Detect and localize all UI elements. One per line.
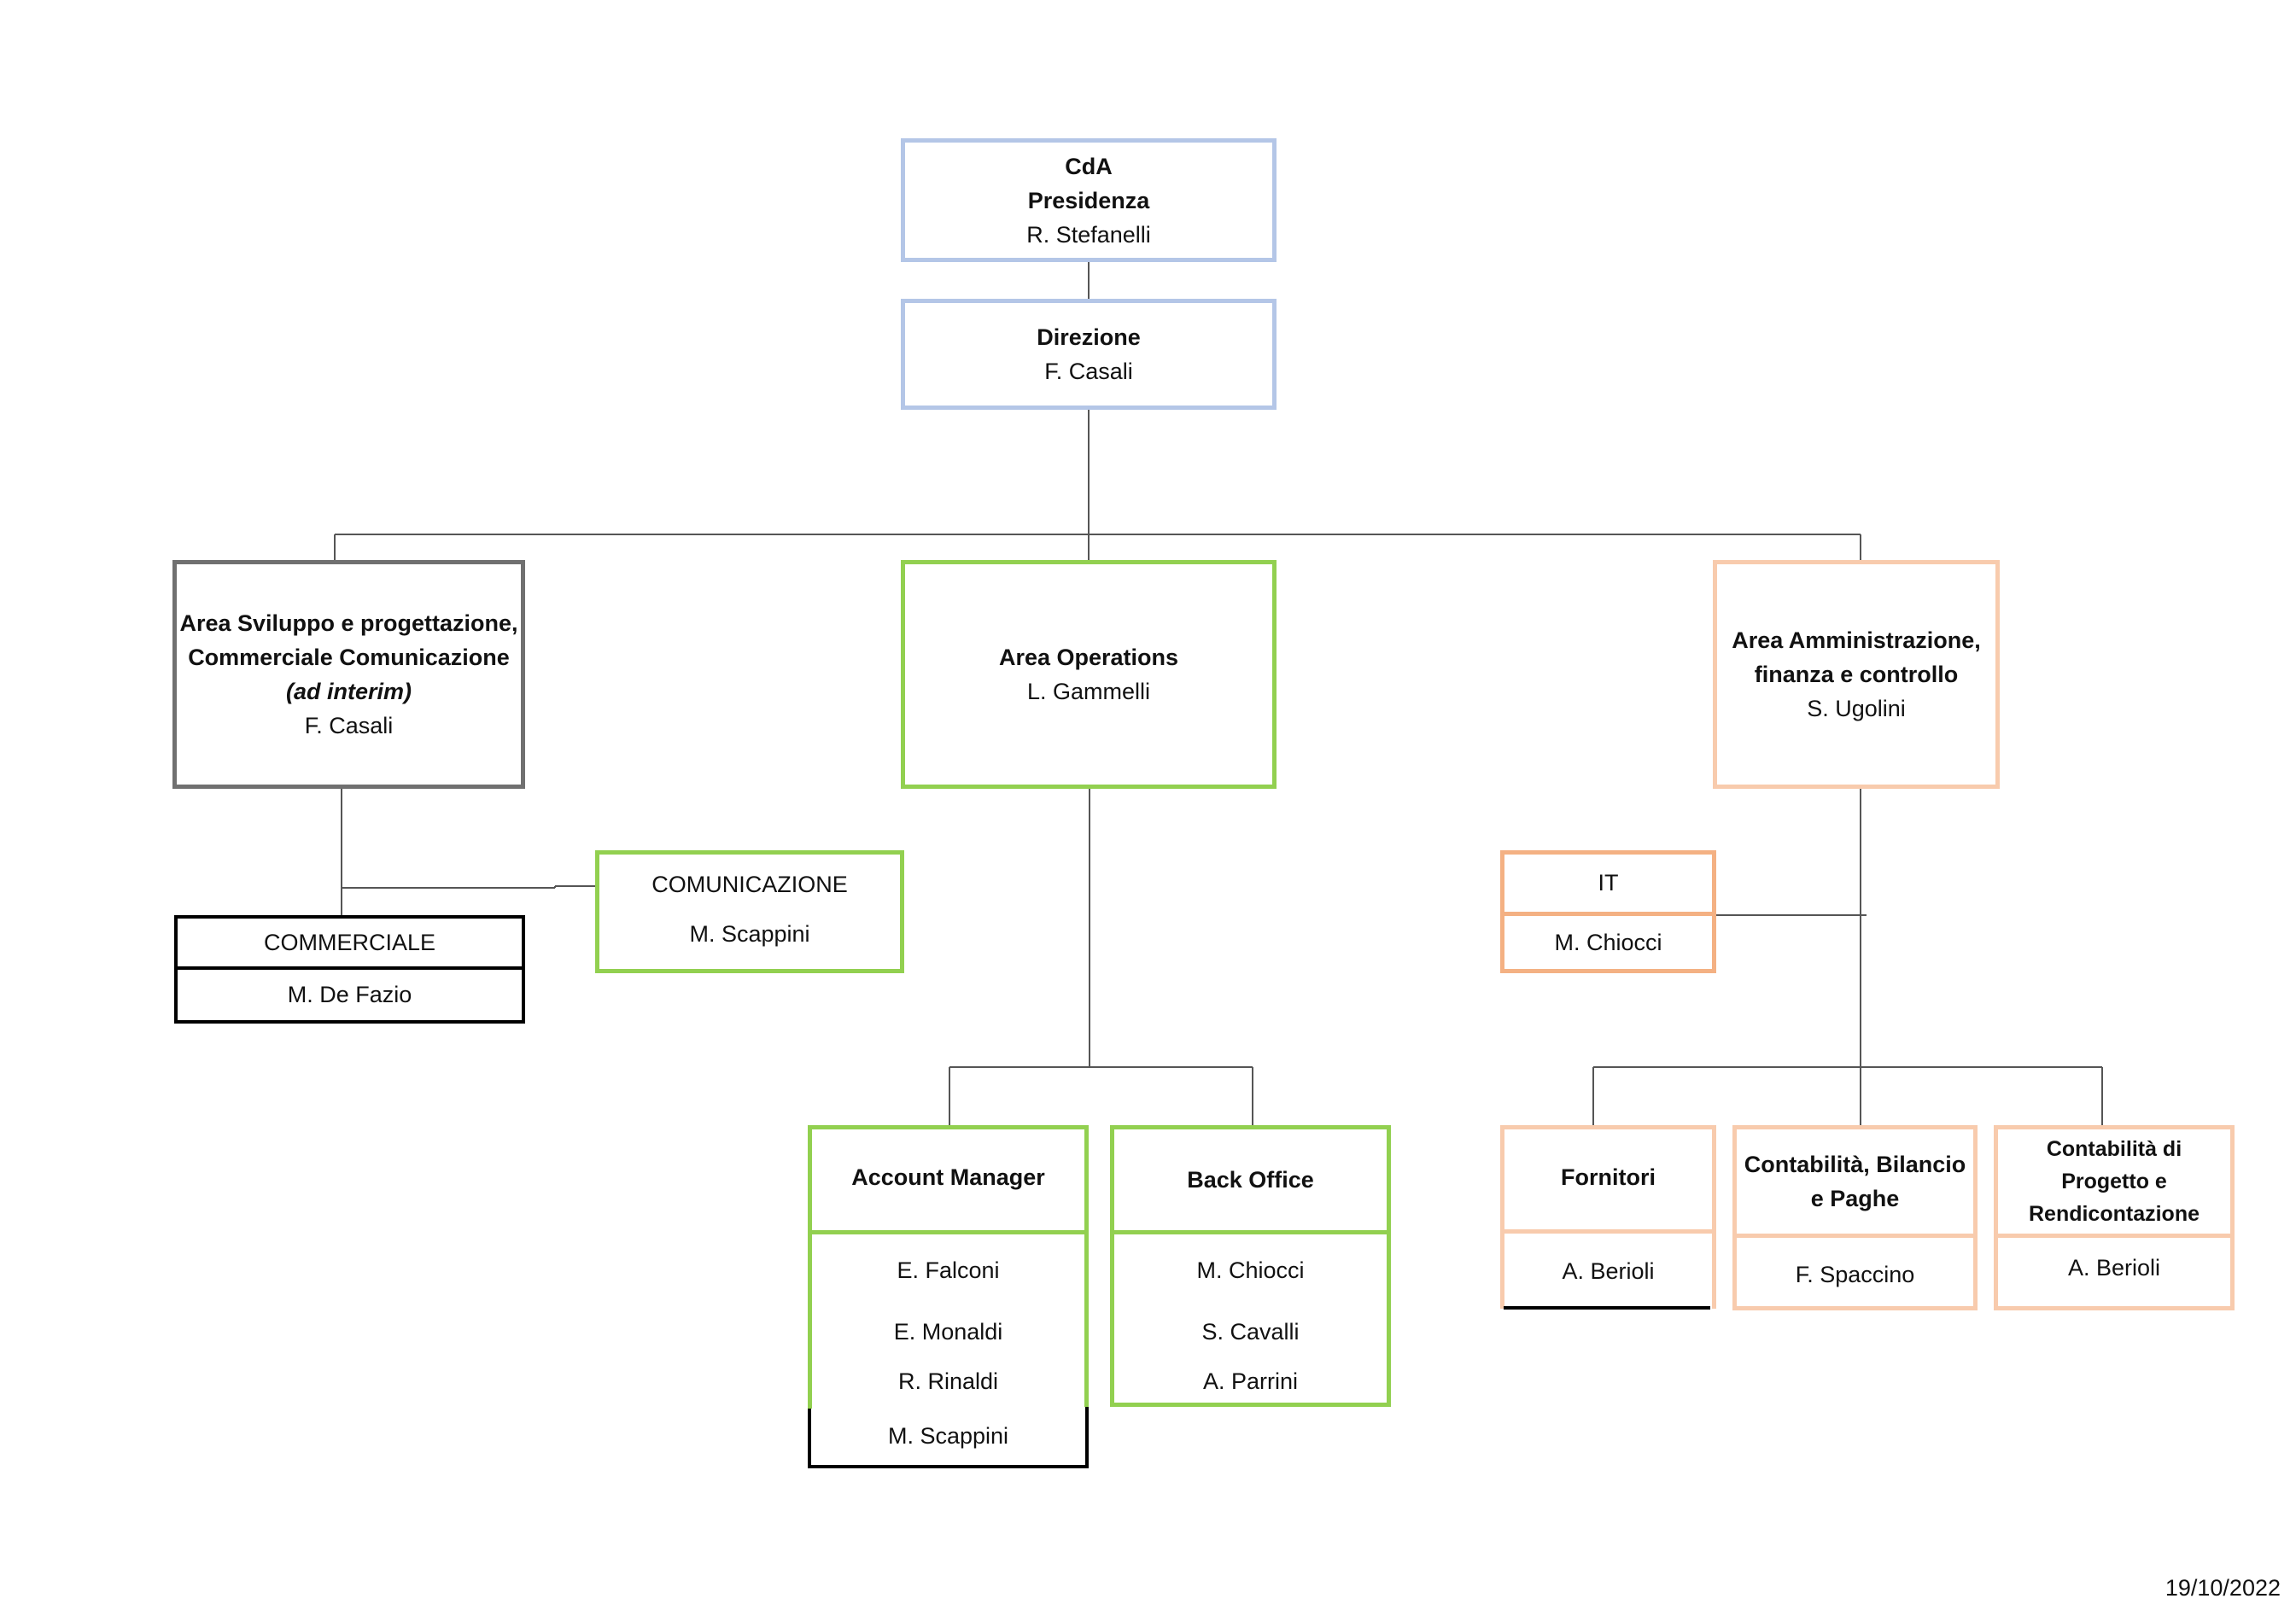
it-title: IT [1504,855,1712,916]
contabilita-bilancio-name: F. Spaccino [1795,1261,1915,1287]
area-amministrazione-title-2: finanza e controllo [1754,662,1959,687]
fornitori-bottom-line [1504,1306,1710,1310]
account-manager-black-border [808,1407,1089,1468]
fornitori-box: Fornitori A. Berioli [1500,1125,1716,1310]
contabilita-bilancio-box: Contabilità, Bilancio e Paghe F. Spaccin… [1732,1125,1978,1310]
cda-box: CdA Presidenza R. Stefanelli [901,138,1277,262]
contabilita-progetto-title-2: Progetto e [2061,1170,2167,1193]
contabilita-bilancio-title-2: e Paghe [1810,1186,1900,1211]
contabilita-progetto-box: Contabilità di Progetto e Rendicontazion… [1994,1125,2235,1310]
contabilita-bilancio-title-1: Contabilità, Bilancio [1744,1152,1966,1177]
direzione-box: Direzione F. Casali [901,299,1277,410]
account-manager-title: Account Manager [808,1125,1089,1234]
account-manager-member: E. Falconi [897,1257,1000,1283]
account-manager-border-join [808,1403,812,1409]
back-office-box: Back Office M. Chiocci S. Cavalli A. Par… [1110,1125,1391,1407]
area-operations-name: L. Gammelli [1026,679,1151,704]
commerciale-title: COMMERCIALE [178,919,522,970]
comunicazione-title: COMUNICAZIONE [651,871,848,897]
area-sviluppo-box: Area Sviluppo e progettazione, Commercia… [172,560,525,789]
presidenza-title: Presidenza [1027,187,1150,213]
area-amministrazione-box: Area Amministrazione, finanza e controll… [1713,560,2000,789]
fornitori-title: Fornitori [1500,1125,1716,1234]
comunicazione-box: COMUNICAZIONE M. Scappini [595,850,904,973]
it-name: M. Chiocci [1554,929,1662,955]
contabilita-progetto-name: A. Berioli [2067,1254,2161,1281]
contabilita-bilancio-title: Contabilità, Bilancio e Paghe [1737,1129,1973,1238]
area-sviluppo-name: F. Casali [304,713,394,738]
cda-title: CdA [1065,153,1113,179]
area-sviluppo-title-1: Area Sviluppo e progettazione, [179,610,518,636]
direzione-name: F. Casali [1044,359,1133,384]
area-sviluppo-note: (ad interim) [285,679,412,704]
area-operations-box: Area Operations L. Gammelli [901,560,1277,789]
back-office-member: M. Chiocci [1196,1257,1305,1283]
comunicazione-name: M. Scappini [689,920,810,947]
account-manager-member: M. Scappini [887,1422,1009,1449]
account-manager-member: R. Rinaldi [897,1368,999,1394]
cda-name: R. Stefanelli [1026,221,1151,248]
commerciale-box: COMMERCIALE M. De Fazio [174,915,525,1024]
it-box: IT M. Chiocci [1500,850,1716,973]
back-office-title: Back Office [1114,1129,1387,1234]
contabilita-progetto-title: Contabilità di Progetto e Rendicontazion… [1998,1129,2230,1238]
fornitori-name: A. Berioli [1562,1257,1655,1284]
account-manager-member: E. Monaldi [893,1318,1003,1345]
back-office-member: A. Parrini [1202,1368,1299,1394]
fornitori-border [1500,1125,1716,1309]
account-manager-green-border [808,1125,1089,1407]
area-sviluppo-title-2: Commerciale Comunicazione [188,645,510,670]
document-date: 19/10/2022 [2165,1575,2281,1601]
contabilita-progetto-title-1: Contabilità di [2046,1137,2182,1161]
back-office-member: S. Cavalli [1201,1318,1300,1345]
area-amministrazione-name: S. Ugolini [1807,696,1906,721]
commerciale-name: M. De Fazio [287,982,412,1007]
account-manager-box: Account Manager E. Falconi E. Monaldi R.… [808,1125,1089,1468]
contabilita-progetto-title-3: Rendicontazione [2028,1202,2200,1226]
area-operations-title: Area Operations [998,645,1179,670]
area-amministrazione-title-1: Area Amministrazione, [1732,627,1981,653]
direzione-title: Direzione [1037,324,1141,350]
